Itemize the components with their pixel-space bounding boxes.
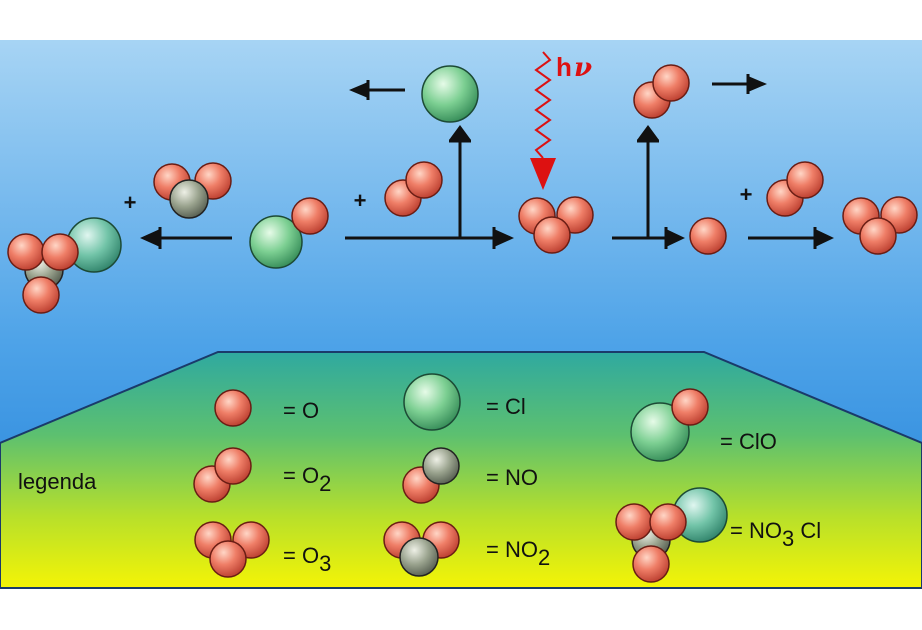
legend-o-icon: [214, 389, 252, 427]
plus-sign-2: +: [354, 188, 367, 213]
o2-reactant-right: [766, 161, 824, 217]
legend-o-label: = O: [283, 398, 319, 423]
nitrogen-atom: [169, 179, 209, 219]
no2-molecule: [153, 162, 232, 219]
legend-no2-label: = NO2: [486, 537, 550, 570]
oxygen-atom: [859, 217, 897, 255]
legend-o2-icon: [193, 447, 252, 503]
ground: [0, 351, 922, 589]
plus-sign-3: +: [740, 182, 753, 207]
oxygen-atom: [41, 233, 79, 271]
o2-molecule: [384, 161, 443, 217]
photon-label-h: h: [556, 52, 572, 82]
clo-to-o3-arrowhead: [494, 229, 514, 247]
photon-wave: [534, 51, 552, 159]
oxygen-atom: [652, 64, 690, 102]
o3-molecule: [518, 196, 594, 254]
o2-leave-arrowhead: [748, 76, 767, 92]
legend-o3-icon: [194, 521, 270, 578]
photon-arrowhead: [530, 158, 556, 190]
clo-molecule: [249, 197, 329, 269]
cl-leave-arrowhead: [349, 82, 368, 98]
oxygen-atom: [22, 276, 60, 314]
legend: legenda = O = O2 = O3 = Cl: [18, 373, 821, 583]
legend-no2-icon: [383, 521, 460, 577]
oxygen-atom: [533, 216, 571, 254]
clo-to-no3cl-arrowhead: [140, 229, 160, 247]
legend-o3-label: = O3: [283, 543, 331, 576]
photon-label-nu: ν: [574, 53, 592, 83]
legend-no3cl-icon: [615, 487, 728, 583]
no3cl-molecule: [7, 217, 122, 314]
free-chlorine-atom: [421, 65, 479, 123]
oxygen-atom: [291, 197, 329, 235]
chlorine-atom: [249, 215, 303, 269]
branch-arrowhead-up-1: [449, 125, 471, 140]
legend-cl-label: = Cl: [486, 394, 526, 419]
o3-to-o-arrowhead: [666, 229, 685, 247]
o2-product: [633, 64, 690, 119]
plus-sign-1: +: [124, 190, 137, 215]
photon: h ν: [530, 51, 592, 190]
legend-cl-icon: [403, 373, 461, 431]
oxygen-atom: [786, 161, 824, 199]
legend-clo-label: = ClO: [720, 429, 777, 454]
o-to-o3-arrowhead: [815, 229, 834, 247]
free-oxygen-atom: [689, 217, 727, 255]
legend-no-icon: [402, 447, 460, 504]
legend-no-label: = NO: [486, 465, 538, 490]
oxygen-atom: [405, 161, 443, 199]
legend-clo-icon: [630, 388, 709, 462]
oxygen-atom: [7, 233, 45, 271]
legend-no3cl-label: = NO3 Cl: [730, 518, 821, 551]
o3-product: [842, 196, 918, 255]
legend-o2-label: = O2: [283, 463, 331, 496]
branch-arrowhead-up-2: [637, 125, 659, 140]
reaction-chain: [140, 74, 834, 249]
legend-title: legenda: [18, 469, 97, 494]
